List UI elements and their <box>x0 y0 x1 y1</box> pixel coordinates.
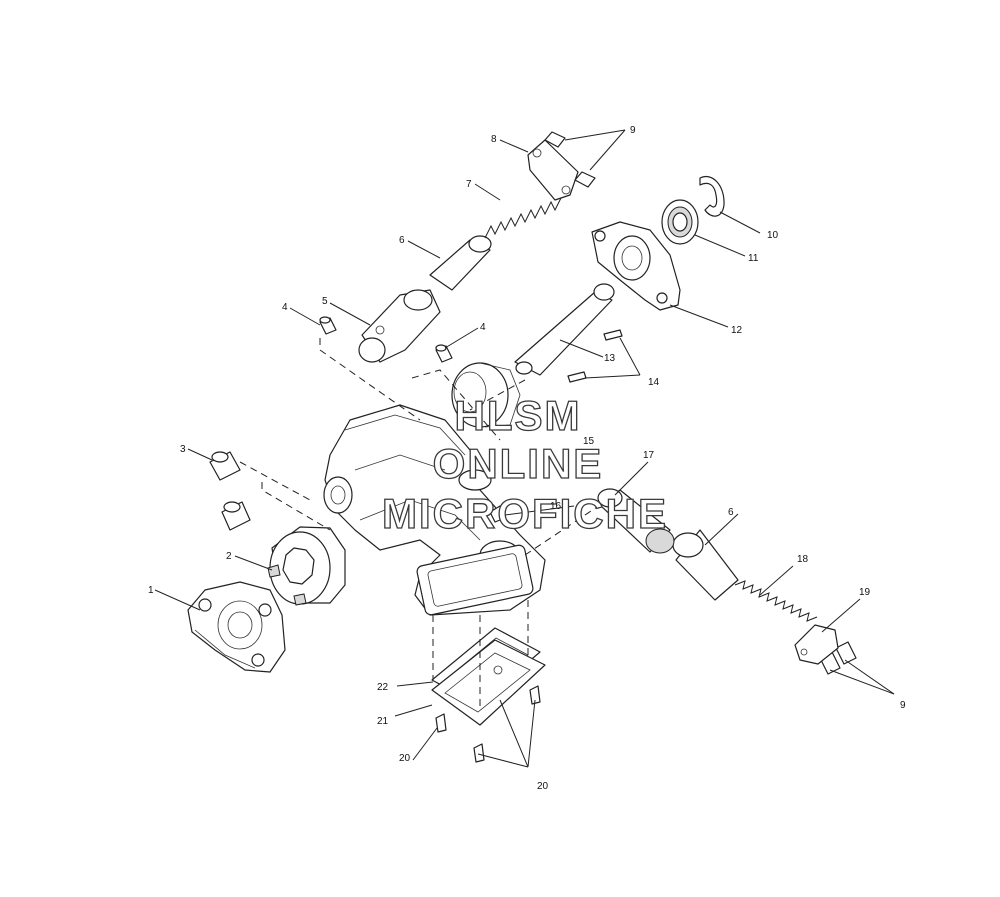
part-7-spring <box>484 197 562 239</box>
callout-9-top: 9 <box>630 125 636 136</box>
part-18-spring <box>734 580 818 622</box>
part-1-pump-cover <box>187 581 286 673</box>
callout-14: 14 <box>648 377 660 388</box>
callout-4-left: 4 <box>282 302 288 313</box>
callout-6-top: 6 <box>399 235 405 246</box>
callout-19: 19 <box>859 587 871 598</box>
part-9-bolts <box>544 131 857 675</box>
callout-8: 8 <box>491 134 497 145</box>
part-4-bushings <box>319 316 453 363</box>
part-12-bearing-flange <box>591 221 681 311</box>
part-10-snap-ring <box>699 176 725 217</box>
callout-18: 18 <box>797 554 809 565</box>
part-13-14-shaft-pins <box>514 283 623 383</box>
callout-11: 11 <box>748 253 759 264</box>
callout-12: 12 <box>731 325 743 336</box>
callout-2: 2 <box>226 551 232 562</box>
watermark-line-3: MICROFICHE <box>382 490 668 537</box>
callout-3: 3 <box>180 444 186 455</box>
part-2-gear-rotor <box>267 526 346 606</box>
assembly-lines <box>239 338 601 556</box>
callout-6-right: 6 <box>728 507 734 518</box>
part-6-sleeves <box>429 235 739 601</box>
callout-4-right: 4 <box>480 322 486 333</box>
part-20-22-lower-cover <box>431 600 546 763</box>
callout-20-left: 20 <box>399 753 411 764</box>
callout-labels: 1 2 3 4 4 5 6 6 7 8 9 9 10 11 12 13 14 1… <box>148 125 906 792</box>
watermark-line-1: HLSM <box>455 392 582 439</box>
callout-1: 1 <box>148 585 154 596</box>
part-5-relief-spool <box>358 289 441 363</box>
pump-housing <box>323 404 546 616</box>
callout-20-bottom: 20 <box>537 781 549 792</box>
callout-17: 17 <box>643 450 655 461</box>
part-11-bearing <box>661 199 699 245</box>
callout-7: 7 <box>466 179 472 190</box>
part-15-impeller <box>451 362 521 428</box>
callout-15: 15 <box>583 436 595 447</box>
part-19-end-plate <box>794 624 839 665</box>
callout-13: 13 <box>604 353 616 364</box>
callout-16: 16 <box>550 501 562 512</box>
part-8-cover-plate <box>527 139 579 201</box>
callout-5: 5 <box>322 296 328 307</box>
leader-lines <box>154 129 895 768</box>
callout-9-bottom: 9 <box>900 700 906 711</box>
watermark-line-2: ONLINE <box>433 440 604 487</box>
watermark: HLSM ONLINE MICROFICHE <box>381 391 668 537</box>
part-3-dowel-pins <box>209 451 251 531</box>
callout-10: 10 <box>767 230 779 241</box>
callout-21: 21 <box>377 716 389 727</box>
part-16-plug <box>489 505 506 523</box>
callout-22: 22 <box>377 682 389 693</box>
